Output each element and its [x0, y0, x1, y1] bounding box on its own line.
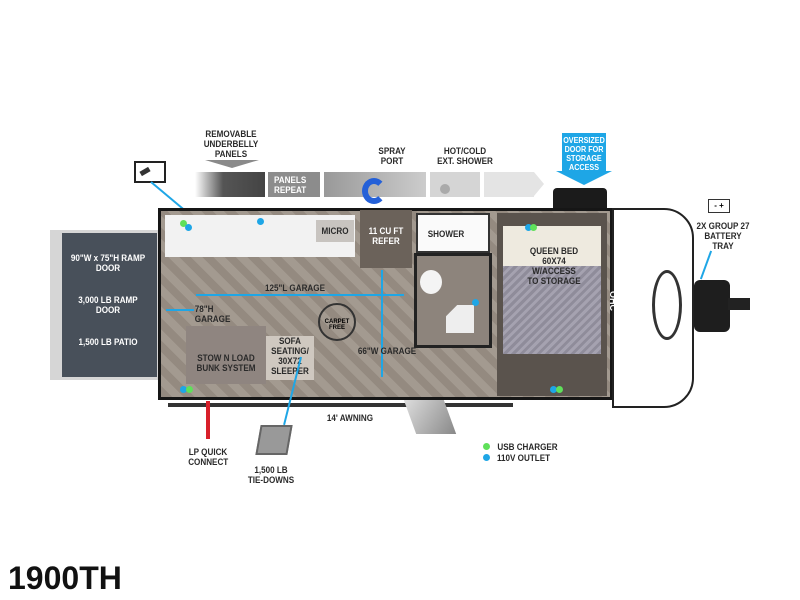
storage-door — [553, 188, 607, 210]
lp-label: LP QUICK CONNECT — [188, 447, 229, 467]
battery-icon: - + — [708, 199, 730, 213]
patio-label: 1,500 LB PATIO — [78, 337, 138, 347]
hitch-coupler — [728, 298, 750, 310]
queen-bed: QUEEN BED 60X74 W/ACCESS TO STORAGE — [503, 226, 601, 354]
shower: SHOWER — [416, 213, 490, 253]
panels-repeat-panel: PANELS REPEAT — [268, 172, 320, 197]
toilet-icon — [420, 270, 442, 294]
width-label: 66"W GARAGE — [357, 346, 417, 356]
model-name: 1900TH — [8, 560, 122, 596]
width-dimension-line — [381, 270, 383, 377]
awning — [168, 403, 513, 407]
storage-door-arrow — [562, 133, 606, 171]
legend-usb: USB CHARGER — [483, 441, 561, 452]
panel — [430, 172, 480, 197]
bathroom — [414, 253, 492, 348]
outlet-icon — [472, 299, 479, 306]
bunk-system — [186, 326, 266, 384]
length-dimension-line — [196, 294, 404, 296]
down-arrow-icon — [205, 160, 259, 168]
tie-downs-label: 1,500 LB TIE-DOWNS — [247, 465, 295, 485]
outlet-icon — [185, 224, 192, 231]
sofa — [266, 336, 314, 380]
refrigerator: 11 CU FT REFER — [360, 210, 412, 268]
outlet-icon — [180, 386, 187, 393]
ohc-label: OHC — [608, 291, 618, 311]
shower-head-icon — [440, 184, 450, 194]
tie-down-icon — [255, 425, 293, 455]
usb-charger-icon — [530, 224, 537, 231]
ramp-door: 90"W x 75"H RAMP DOOR 3,000 LB RAMP DOOR… — [50, 230, 160, 380]
lp-line — [206, 401, 210, 439]
height-dimension-line — [166, 309, 194, 311]
carpet-free-stamp: CARPET FREE — [318, 303, 356, 341]
usb-charger-icon — [186, 386, 193, 393]
ramp-rating-label: 3,000 LB RAMP DOOR — [78, 295, 138, 315]
legend-outlet: 110V OUTLET — [483, 452, 561, 463]
storage-door-label: OVERSIZED DOOR FOR STORAGE ACCESS — [563, 136, 605, 172]
arrow-tip — [556, 171, 612, 185]
battery-label: 2X GROUP 27 BATTERY TRAY — [696, 221, 750, 251]
outlet-icon — [525, 224, 532, 231]
spray-port-label: SPRAY PORT — [378, 146, 406, 166]
front-cap — [612, 208, 694, 408]
usb-charger-icon — [180, 220, 187, 227]
panel — [484, 172, 534, 197]
microwave: MICRO — [316, 220, 354, 242]
length-label: 125"L GARAGE — [265, 283, 325, 293]
ext-shower-label: HOT/COLD EXT. SHOWER — [437, 146, 493, 166]
underbelly-panels-label: REMOVABLE UNDERBELLY PANELS — [203, 129, 259, 159]
hitch-battery — [694, 280, 730, 332]
usb-charger-icon — [556, 386, 563, 393]
tv-icon — [134, 161, 166, 183]
outlet-icon — [257, 218, 264, 225]
height-label: 78"H GARAGE — [194, 304, 231, 324]
ramp-size-label: 90"W x 75"H RAMP DOOR — [70, 253, 146, 273]
sofa-label: SOFA SEATING/ 30X72 SLEEPER — [271, 336, 309, 376]
panel-arrow-tip — [534, 172, 544, 196]
underbelly-panels-strip — [195, 172, 265, 197]
bunk-label: STOW N LOAD BUNK SYSTEM — [196, 353, 256, 373]
outlet-icon — [550, 386, 557, 393]
spray-port-hose-icon — [362, 178, 386, 204]
legend: USB CHARGER 110V OUTLET — [483, 441, 561, 463]
awning-label: 14' AWNING — [326, 413, 374, 423]
